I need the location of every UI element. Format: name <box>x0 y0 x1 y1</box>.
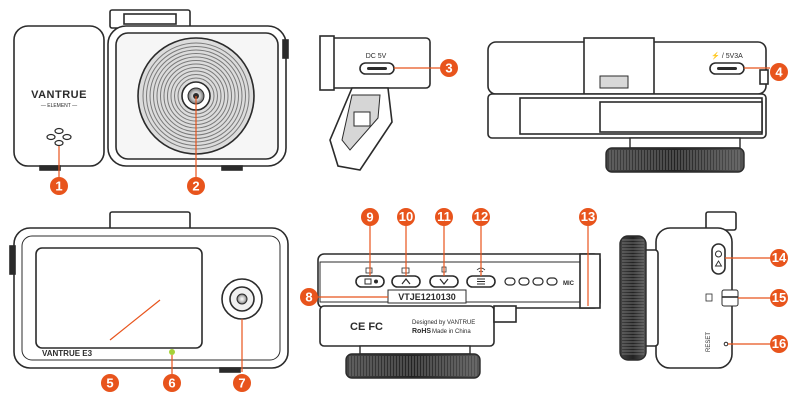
back-view <box>487 37 769 139</box>
model-label: VANTRUE E3 <box>42 349 93 358</box>
callout-14-number: 14 <box>772 250 787 265</box>
callout-10: 10 <box>397 208 415 226</box>
rohs-text: RoHS <box>412 328 431 335</box>
callout-1: 1 <box>50 177 68 195</box>
callout-1-number: 1 <box>55 179 62 194</box>
rear-screen-view <box>9 211 289 373</box>
mic-label: MIC <box>563 281 575 287</box>
callout-10-number: 10 <box>399 209 413 224</box>
rear-lens <box>221 278 263 320</box>
power-button <box>711 243 726 275</box>
callout-3-number: 3 <box>445 61 452 76</box>
speaker-grille-icon <box>46 127 72 147</box>
callout-11-number: 11 <box>437 209 451 224</box>
callout-7: 7 <box>233 374 251 392</box>
down-arrow-mic-icon <box>441 266 447 273</box>
callout-13-number: 13 <box>581 209 595 224</box>
designed-by-text: Designed by VANTRUE <box>412 320 475 326</box>
right-side-view <box>639 211 737 369</box>
callout-15-number: 15 <box>772 290 786 305</box>
bottom-knob <box>345 345 481 379</box>
status-led-icon <box>169 349 175 355</box>
callout-14: 14 <box>770 249 788 267</box>
reset-label: RESET <box>706 332 712 352</box>
callout-2-number: 2 <box>192 179 199 194</box>
callout-badges: 1 2 3 4 5 6 7 8 9 10 11 12 13 14 15 16 <box>50 59 788 392</box>
menu-button <box>466 267 496 288</box>
callout-5-number: 5 <box>106 376 113 391</box>
sub-brand-text: — ELEMENT — <box>41 103 77 109</box>
callout-9: 9 <box>361 208 379 226</box>
callout-5: 5 <box>101 374 119 392</box>
callout-8: 8 <box>300 288 318 306</box>
callout-7-number: 7 <box>238 376 245 391</box>
reset-hole-icon <box>723 341 729 347</box>
serial-number: VTJE1210130 <box>398 292 456 302</box>
callout-6-number: 6 <box>168 376 175 391</box>
callout-15: 15 <box>770 289 788 307</box>
callout-4-number: 4 <box>775 65 783 80</box>
callout-16: 16 <box>770 335 788 353</box>
usb-c-port-icon <box>709 62 745 75</box>
callout-4: 4 <box>770 63 788 81</box>
callout-9-number: 9 <box>366 210 373 225</box>
callout-11: 11 <box>435 208 453 226</box>
callout-16-number: 16 <box>772 336 786 351</box>
callout-3: 3 <box>440 59 458 77</box>
callout-8-number: 8 <box>305 290 312 305</box>
sd-card-icon <box>705 293 713 302</box>
callout-12-number: 12 <box>474 209 488 224</box>
usb-c-port-icon <box>359 62 395 75</box>
sd-card-slot <box>705 289 739 307</box>
mic-holes <box>504 277 558 286</box>
back-port-label: ⚡ / 5V3A <box>711 51 743 60</box>
dc-port-label: DC 5V <box>366 53 387 60</box>
record-icon <box>365 267 373 274</box>
callout-13: 13 <box>579 208 597 226</box>
brand-logo-text: VANTRUE <box>31 89 87 101</box>
made-in-text: Made in China <box>432 329 471 335</box>
power-icon <box>715 250 722 258</box>
callout-12: 12 <box>472 208 490 226</box>
back-knob <box>605 137 745 173</box>
leader-lines <box>58 96 770 374</box>
callout-6: 6 <box>163 374 181 392</box>
cert-marks: CE FC <box>350 321 383 333</box>
callout-2: 2 <box>187 177 205 195</box>
